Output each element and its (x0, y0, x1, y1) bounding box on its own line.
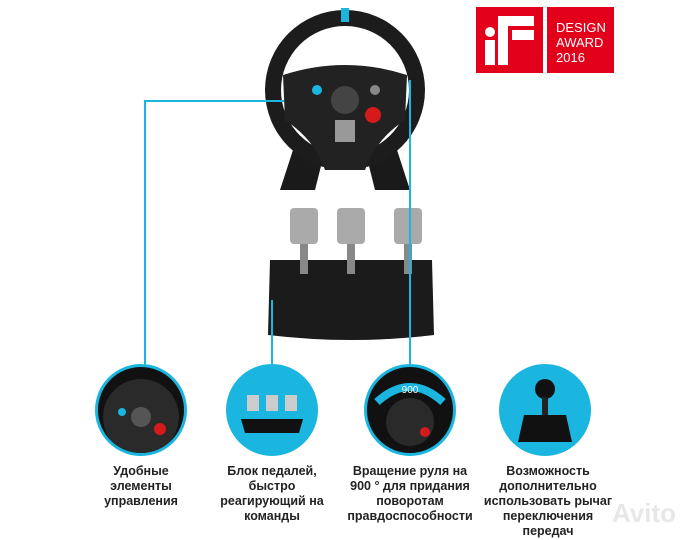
steering-wheel-controls-icon (103, 379, 179, 453)
feature-circle-rotation: 900 (364, 364, 456, 456)
award-line: AWARD (556, 35, 604, 50)
award-year: 2016 (556, 50, 585, 65)
connector-line (271, 300, 273, 366)
pedals-image (268, 208, 434, 340)
connector-line (144, 100, 284, 102)
feature-circle-pedals (226, 364, 318, 456)
rotation-badge: 900 (402, 385, 419, 396)
feature-circle-controls (95, 364, 187, 456)
wheel-rotation-icon: 900 (374, 383, 446, 446)
if-logo-icon (485, 16, 534, 65)
gear-shifter-icon (518, 379, 572, 442)
connector-line (144, 100, 146, 366)
connector-line (409, 80, 411, 366)
if-logo (476, 7, 543, 73)
steering-wheel-image (265, 8, 425, 190)
pedal-block-icon (241, 395, 303, 433)
award-line: DESIGN (556, 20, 606, 35)
avito-watermark: Avito (611, 498, 676, 528)
design-award-badge: DESIGN AWARD 2016 (547, 7, 614, 73)
feature-circle-shifter (499, 364, 591, 456)
